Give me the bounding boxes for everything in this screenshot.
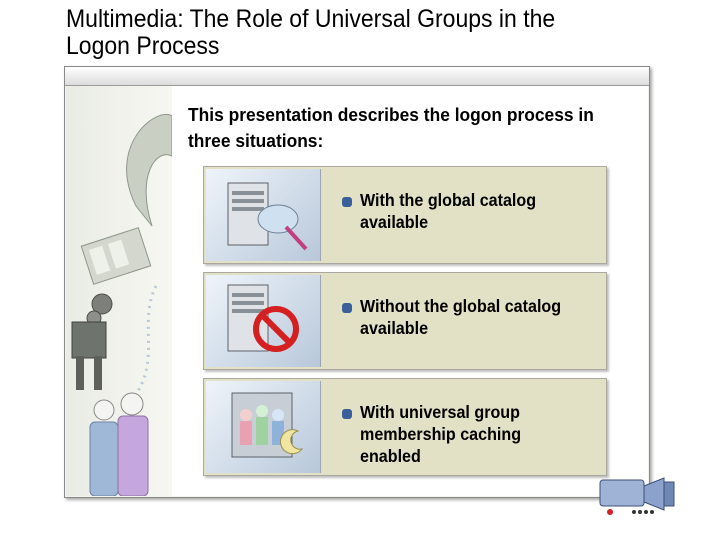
situation-card-no-global-catalog[interactable]: Without the global catalog available [203,272,607,370]
situation-label: Without the global catalog available [360,296,562,338]
server-with-catalog-icon [206,169,321,261]
video-camera-icon[interactable] [598,472,678,524]
intro-text: This presentation describes the logon pr… [188,104,594,151]
bullet-icon [342,409,352,419]
bullet-icon [342,303,352,313]
situation-label: With the global catalog available [360,190,537,232]
slide-title: Multimedia: The Role of Universal Groups… [66,5,556,60]
situation-card-global-catalog[interactable]: With the global catalog available [203,166,607,264]
left-illustration-panel [66,86,173,497]
situation-label: With universal group membership caching … [360,402,522,466]
frame-top-bar [65,67,649,86]
bullet-icon [342,197,352,207]
server-users-caching-icon [206,381,321,473]
film-reel-and-people-illustration [71,114,173,497]
server-no-catalog-icon [206,275,321,367]
situation-card-group-caching[interactable]: With universal group membership caching … [203,378,607,476]
